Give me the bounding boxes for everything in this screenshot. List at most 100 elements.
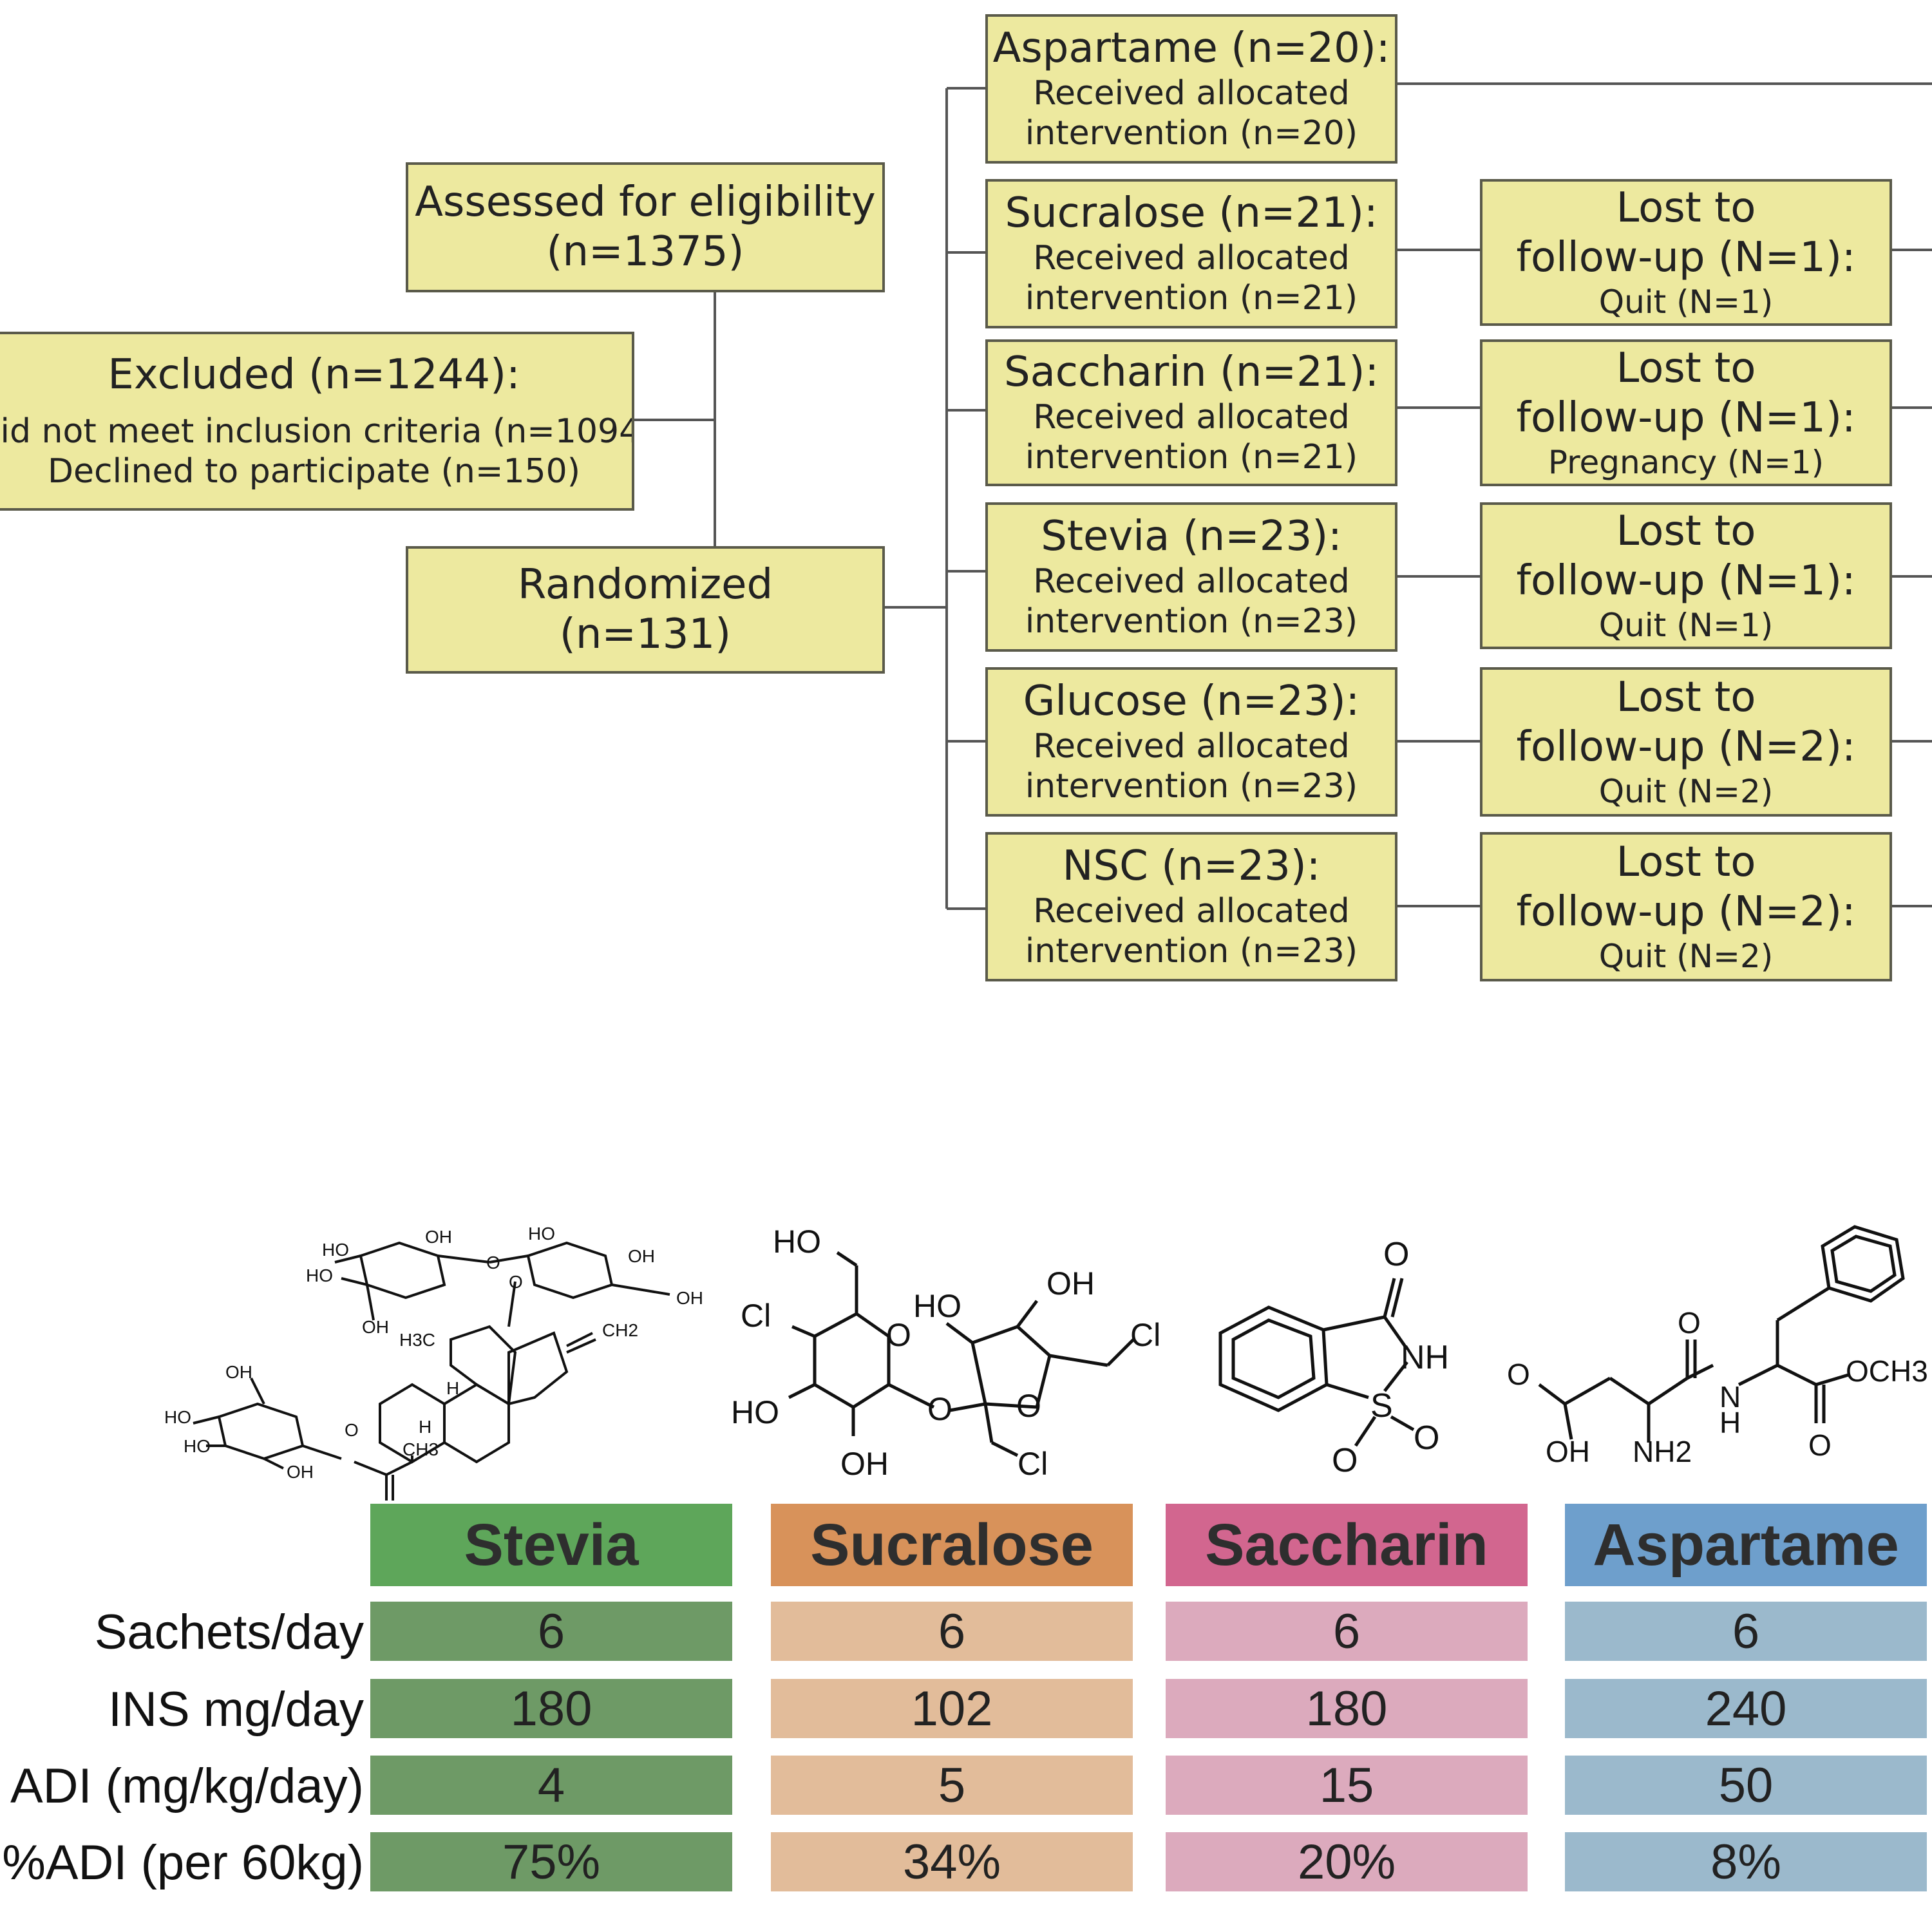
mol-atom: O	[345, 1420, 359, 1440]
table-cell: 6	[771, 1602, 1133, 1661]
mol-atom: O	[886, 1317, 911, 1353]
mol-atom: Cl	[1018, 1446, 1048, 1482]
row-label: ADI (mg/kg/day)	[10, 1759, 364, 1814]
lost-reason: Pregnancy (N=1)	[1548, 443, 1824, 481]
lost-count: follow-up (N=2):	[1516, 888, 1856, 936]
mol-atom: OH	[425, 1227, 452, 1247]
arm-title: NSC (n=23):	[1062, 842, 1321, 891]
arm-line: Received allocated	[1033, 562, 1350, 601]
assessed-title: Assessed for eligibility	[415, 178, 876, 227]
mol-atom: OH	[225, 1362, 252, 1382]
lost-label: Lost to	[1616, 674, 1756, 722]
sucralose-molecule	[788, 1251, 1135, 1457]
excluded-inclusion: Did not meet inclusion criteria (n=1094)	[0, 412, 634, 451]
mol-atom: OH	[1546, 1435, 1590, 1468]
table-cell: 15	[1166, 1756, 1528, 1815]
mol-atom: H	[1719, 1406, 1741, 1439]
table-cell: 8%	[1565, 1832, 1927, 1891]
mol-atom: HO	[773, 1224, 821, 1260]
mol-atom: Cl	[741, 1298, 771, 1334]
excluded-box: Excluded (n=1244): Did not meet inclusio…	[0, 332, 634, 511]
arm-title: Saccharin (n=21):	[1003, 348, 1379, 397]
aspartame-molecule	[1538, 1225, 1905, 1443]
saccharin-molecule	[1218, 1278, 1415, 1447]
mol-atom: OH	[628, 1246, 655, 1266]
arm-line: Received allocated	[1033, 892, 1350, 931]
arm-line: Received allocated	[1033, 727, 1350, 766]
mol-atom: O	[927, 1391, 952, 1427]
mol-atom: O	[1808, 1428, 1832, 1462]
mol-atom: Cl	[1130, 1317, 1160, 1353]
mol-atom: NH	[1401, 1339, 1449, 1376]
arm-line: intervention (n=20)	[1025, 114, 1358, 153]
stevia-labels: HO OH HO OH OH HO OH H3C CH2 H H CH3 HO …	[164, 1224, 703, 1482]
saccharin-labels: O NH S O O	[1332, 1236, 1449, 1479]
excluded-title: Excluded (n=1244):	[108, 351, 520, 399]
mol-atom: CH2	[602, 1320, 638, 1340]
mol-atom: O	[1507, 1358, 1530, 1391]
mol-atom: O	[1332, 1442, 1358, 1479]
arm-nsc-box: NSC (n=23): Received allocated intervent…	[985, 832, 1397, 981]
mol-atom: HO	[528, 1224, 555, 1244]
lost-count: follow-up (N=1):	[1516, 234, 1856, 281]
mol-atom: O	[486, 1253, 500, 1273]
arm-line: Received allocated	[1033, 398, 1350, 437]
column-header-sucralose: Sucralose	[771, 1504, 1133, 1586]
arm-title: Aspartame (n=20):	[992, 24, 1390, 73]
mol-atom: HO	[731, 1394, 779, 1430]
arm-line: intervention (n=23)	[1025, 932, 1358, 971]
mol-atom: O	[1383, 1236, 1409, 1273]
arm-title: Sucralose (n=21):	[1005, 189, 1378, 238]
table-cell: 4	[370, 1756, 732, 1815]
lost-sucralose-box: Lost to follow-up (N=1): Quit (N=1)	[1480, 179, 1892, 326]
lost-stevia-box: Lost to follow-up (N=1): Quit (N=1)	[1480, 502, 1892, 649]
assessed-count: (n=1375)	[546, 228, 744, 276]
mol-atom: OH	[676, 1288, 703, 1308]
column-header-saccharin: Saccharin	[1166, 1504, 1528, 1586]
column-header-aspartame: Aspartame	[1565, 1504, 1927, 1586]
arm-sucralose-box: Sucralose (n=21): Received allocated int…	[985, 179, 1397, 328]
lost-reason: Quit (N=2)	[1598, 772, 1774, 810]
mol-atom: HO	[184, 1436, 211, 1456]
table-cell: 240	[1565, 1679, 1927, 1738]
table-cell: 50	[1565, 1756, 1927, 1815]
assessed-box: Assessed for eligibility (n=1375)	[406, 162, 885, 292]
table-cell: 75%	[370, 1832, 732, 1891]
arm-line: intervention (n=21)	[1025, 438, 1358, 477]
aspartame-labels: O OH NH2 O N H OCH3 O	[1507, 1306, 1928, 1468]
lost-glucose-box: Lost to follow-up (N=2): Quit (N=2)	[1480, 667, 1892, 817]
arm-line: intervention (n=23)	[1025, 767, 1358, 806]
table-cell: 180	[370, 1679, 732, 1738]
mol-atom: HO	[164, 1407, 191, 1427]
mol-atom: O	[509, 1272, 523, 1292]
arm-line: intervention (n=23)	[1025, 602, 1358, 641]
mol-atom: H3C	[399, 1330, 435, 1350]
row-label: Sachets/day	[94, 1605, 364, 1660]
lost-reason: Quit (N=2)	[1598, 937, 1774, 975]
mol-atom: O	[1016, 1388, 1041, 1424]
arm-line: Received allocated	[1033, 74, 1350, 113]
mol-atom: OH	[287, 1462, 314, 1482]
lost-reason: Quit (N=1)	[1598, 283, 1774, 321]
mol-atom: O	[1414, 1419, 1439, 1457]
arm-aspartame-box: Aspartame (n=20): Received allocated int…	[985, 14, 1397, 164]
lost-nsc-box: Lost to follow-up (N=2): Quit (N=2)	[1480, 832, 1892, 981]
arm-line: intervention (n=21)	[1025, 279, 1358, 318]
row-label: %ADI (per 60kg)	[2, 1835, 364, 1890]
lost-count: follow-up (N=1):	[1516, 557, 1856, 605]
row-label: INS mg/day	[108, 1682, 364, 1737]
lost-saccharin-box: Lost to follow-up (N=1): Pregnancy (N=1)	[1480, 339, 1892, 486]
stevia-molecule	[193, 1241, 670, 1501]
mol-atom: O	[1678, 1306, 1701, 1340]
lost-label: Lost to	[1616, 184, 1756, 232]
table-cell: 102	[771, 1679, 1133, 1738]
table-cell: 6	[1565, 1602, 1927, 1661]
randomized-title: Randomized	[517, 561, 773, 609]
arm-saccharin-box: Saccharin (n=21): Received allocated int…	[985, 339, 1397, 486]
lost-label: Lost to	[1616, 507, 1756, 556]
mol-atom: NH2	[1633, 1435, 1692, 1468]
mol-atom: HO	[322, 1240, 349, 1260]
mol-atom: OH	[1046, 1265, 1095, 1302]
